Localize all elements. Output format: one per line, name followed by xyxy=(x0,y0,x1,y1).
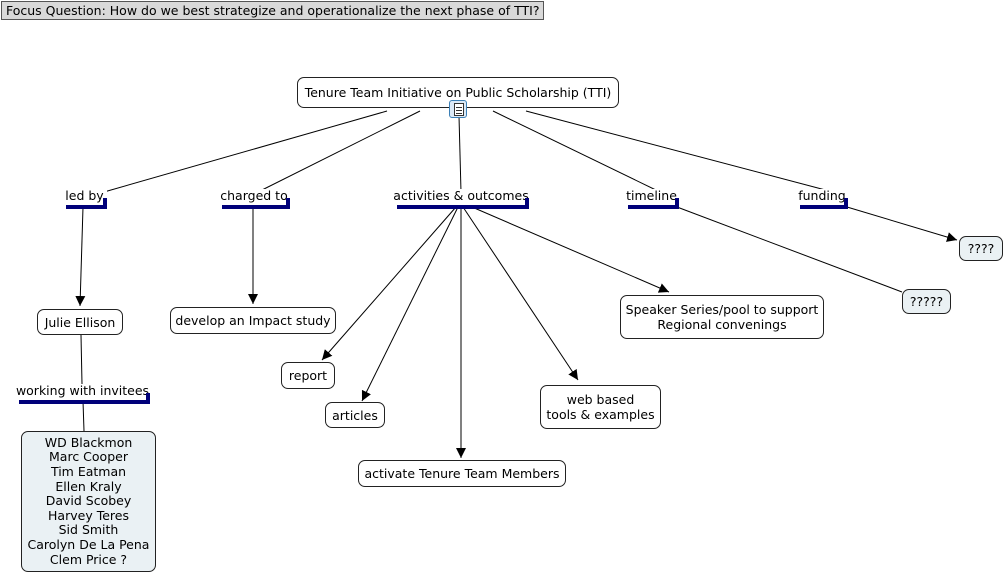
invitee-item: Marc Cooper xyxy=(49,449,128,465)
invitee-item: Clem Price ? xyxy=(49,551,128,567)
edge-funding-q xyxy=(846,206,958,242)
invitee-item: WD Blackmon xyxy=(44,434,133,450)
speaker-line-1: Speaker Series/pool to support xyxy=(625,302,819,317)
link-activities-label: activities & outcomes xyxy=(393,188,529,203)
edge-activities-speaker xyxy=(471,206,670,293)
concept-articles[interactable]: articles xyxy=(325,402,385,428)
concept-impact-study[interactable]: develop an Impact study xyxy=(170,307,336,334)
link-timeline-label: timeline xyxy=(626,188,677,203)
concept-invitee-list[interactable]: WD Blackmon Marc Cooper Tim Eatman Ellen… xyxy=(21,431,156,572)
link-charged-to-label: charged to xyxy=(220,188,288,203)
edge-working-invitees xyxy=(82,400,85,432)
link-working-label: working with invitees xyxy=(15,383,150,398)
invitee-item: Sid Smith xyxy=(58,522,119,538)
concept-web-tools[interactable]: web based tools & examples xyxy=(540,385,661,429)
link-timeline: timeline xyxy=(624,188,679,209)
root-concept[interactable]: Tenure Team Initiative on Public Scholar… xyxy=(297,77,619,108)
link-charged-to: charged to xyxy=(218,188,290,209)
speaker-line-2: Regional convenings xyxy=(657,317,787,332)
edge-activities-report xyxy=(321,206,457,361)
concept-funding-unknown[interactable]: ???? xyxy=(959,236,1003,261)
edge-activities-web xyxy=(462,206,579,381)
focus-question: Focus Question: How do we best strategiz… xyxy=(1,1,545,20)
link-activities-outcomes: activities & outcomes xyxy=(393,188,529,209)
edge-root-activities xyxy=(458,115,462,193)
invitee-item: Carolyn De La Pena xyxy=(27,536,150,552)
invitee-item: Tim Eatman xyxy=(50,464,127,480)
concept-report[interactable]: report xyxy=(281,362,335,389)
web-tools-line-1: web based xyxy=(566,392,635,407)
edge-timeline-q xyxy=(676,206,903,293)
edge-activities-articles xyxy=(361,206,459,402)
concept-julie-ellison[interactable]: Julie Ellison xyxy=(37,309,123,335)
concept-timeline-unknown[interactable]: ????? xyxy=(902,289,951,314)
invitee-item: Harvey Teres xyxy=(48,507,129,523)
invitee-item: David Scobey xyxy=(45,493,132,509)
edge-root-chargedto xyxy=(257,110,421,193)
web-tools-line-2: tools & examples xyxy=(546,407,655,422)
link-funding: funding xyxy=(796,188,848,209)
link-led-by-label: led by xyxy=(65,188,104,203)
edge-root-funding xyxy=(525,110,834,193)
link-led-by: led by xyxy=(62,188,107,209)
invitee-item: Ellen Kraly xyxy=(55,478,122,494)
edge-root-ledby xyxy=(103,110,388,193)
concept-speaker-series[interactable]: Speaker Series/pool to support Regional … xyxy=(620,295,824,339)
edge-ledby-julie xyxy=(75,206,86,307)
link-working-with-invitees: working with invitees xyxy=(15,383,150,404)
link-funding-label: funding xyxy=(798,188,846,203)
concept-activate-members[interactable]: activate Tenure Team Members xyxy=(358,460,566,487)
edge-root-timeline xyxy=(492,110,661,193)
document-icon[interactable] xyxy=(449,100,467,118)
edge-julie-working xyxy=(80,334,83,385)
